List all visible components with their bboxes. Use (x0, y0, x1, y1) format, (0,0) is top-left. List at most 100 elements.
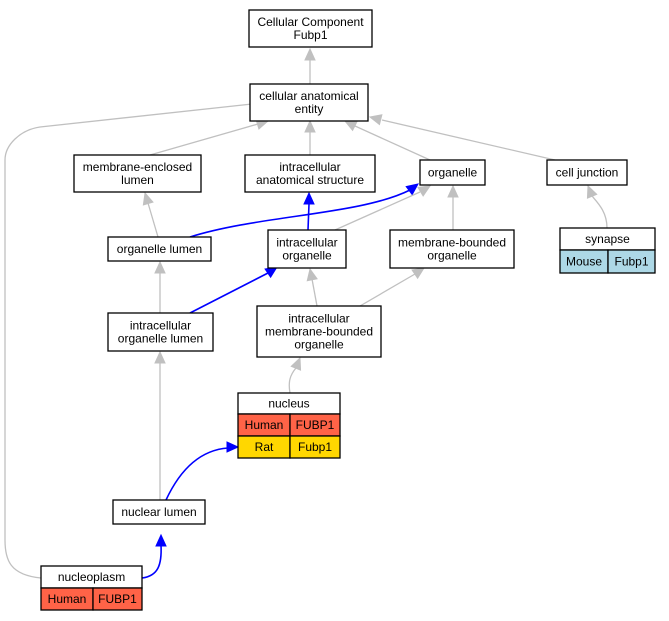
species-label: Human (48, 592, 87, 606)
edge-imbo-to-intracellular_organelle (306, 267, 318, 307)
is-a-arrowhead (343, 120, 358, 132)
is-a-arrowhead (304, 47, 316, 61)
edge-nuclear_lumen-to-nucleus (165, 441, 240, 501)
node-label: membrane-bounded (398, 236, 506, 250)
is-a-line (354, 125, 431, 161)
is-a-line (311, 278, 318, 307)
node-box (107, 236, 212, 262)
is-a-line (591, 195, 608, 229)
node-label: organelle lumen (117, 242, 202, 256)
edge-synapse-to-cell_junction (586, 184, 608, 229)
node-label: Fubp1 (293, 28, 327, 42)
gene-cell (607, 249, 656, 274)
edge-intracellular_organelle-to-organelle (334, 185, 432, 231)
node-label: organelle (427, 249, 477, 263)
node-label: nuclear lumen (121, 505, 196, 519)
node-nuclear-lumen[interactable]: nuclear lumen (112, 499, 206, 525)
is-a-arrowhead (290, 356, 302, 371)
edge-nucleoplasm-to-nuclear_lumen (141, 533, 167, 579)
gene-cell (289, 435, 341, 459)
is-a-arrowhead (154, 260, 166, 274)
edge-organelle_lumen-to-organelle (189, 183, 419, 238)
is-a-line (381, 119, 556, 161)
node-box (107, 312, 214, 352)
is-a-arrowhead (417, 185, 432, 197)
node-label: membrane-enclosed (83, 160, 192, 174)
gene-label: FUBP1 (296, 418, 335, 432)
node-label: membrane-bounded (265, 325, 373, 339)
node-label: cellular anatomical (259, 89, 358, 103)
species-row: Human FUBP1 (237, 413, 341, 437)
gene-label: FUBP1 (98, 592, 137, 606)
node-box (248, 9, 373, 48)
node-label: intracellular (276, 236, 337, 250)
node-box (249, 83, 369, 122)
is-a-line (334, 191, 421, 231)
edge-intracellular_organelle-to-ias (303, 191, 315, 231)
gene-cell (92, 587, 143, 611)
gene-label: Fubp1 (614, 255, 648, 269)
node-label: organelle (428, 166, 478, 180)
part-of-arrowhead (226, 441, 240, 453)
is-a-arrowhead (447, 184, 459, 198)
part-of-line (165, 447, 229, 501)
is-a-line (288, 367, 297, 394)
species-row: Mouse Fubp1 (559, 249, 656, 274)
is-a-line (147, 202, 159, 238)
species-label: Mouse (566, 255, 602, 269)
node-label: intracellular (279, 160, 340, 174)
edge-cae-to-root (304, 47, 316, 84)
part-of-arrowhead (155, 533, 167, 547)
node-label: entity (295, 102, 324, 116)
node-label: organelle lumen (118, 332, 203, 346)
is-a-line (149, 123, 259, 156)
edge-mbo-to-organelle (447, 184, 459, 230)
record-title: nucleoplasm (58, 570, 125, 584)
node-box (267, 229, 347, 269)
edge-mel-to-cae (149, 118, 270, 156)
node-organelle-lumen[interactable]: organelle lumen (107, 236, 212, 262)
node-box (256, 305, 382, 358)
node-label: anatomical structure (256, 173, 364, 187)
edge-nuclear_lumen-to-iol (154, 350, 166, 500)
edge-nucleus-to-imbo (288, 356, 302, 394)
part-of-line (189, 272, 269, 314)
gene-label: Fubp1 (298, 440, 332, 454)
node-label: intracellular (288, 312, 349, 326)
node-box (73, 154, 202, 193)
part-of-line (189, 189, 411, 238)
record-title: synapse (585, 232, 630, 246)
edge-ias-to-cae (304, 119, 316, 155)
node-organelle[interactable]: organelle (419, 159, 486, 186)
is-a-arrowhead (154, 350, 166, 364)
node-label: organelle (282, 249, 332, 263)
edge-organelle_lumen-to-mel (142, 191, 159, 238)
edge-layer (4, 47, 608, 579)
species-row: Human FUBP1 (40, 587, 143, 611)
node-box (112, 499, 206, 525)
part-of-arrowhead (405, 183, 419, 196)
node-cell-junction[interactable]: cell junction (546, 159, 628, 186)
node-label: intracellular (130, 319, 191, 333)
part-of-arrowhead (303, 191, 315, 205)
part-of-line (307, 203, 310, 231)
record-title: nucleus (268, 397, 309, 411)
is-a-arrowhead (142, 191, 154, 206)
species-label: Human (245, 418, 284, 432)
node-label: lumen (121, 173, 154, 187)
is-a-arrowhead (306, 267, 318, 282)
